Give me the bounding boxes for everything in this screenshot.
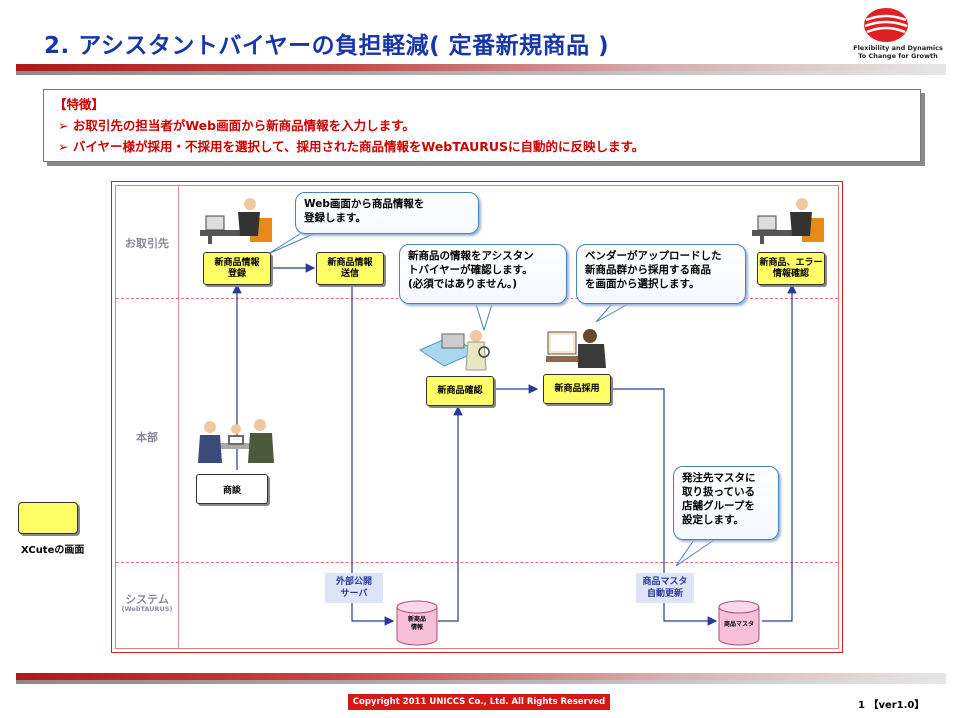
legend-label: XCuteの画面 — [21, 545, 85, 556]
header-divider — [16, 64, 946, 71]
copyright-notice: Copyright 2011 UNICCS Co., Ltd. All Righ… — [348, 694, 610, 710]
tagline: Flexibility and Dynamics To Change for G… — [848, 44, 948, 60]
tagline-line-2: To Change for Growth — [858, 52, 938, 60]
bubble-tail-assistant — [475, 303, 493, 332]
feature-item-1: ➢ お取引先の担当者がWeb画面から新商品情報を入力します。 — [58, 118, 415, 133]
page-title: 2. アシスタントバイヤーの負担軽減( 定番新規商品 ) — [44, 33, 610, 59]
bubble-vendor-select: ベンダーがアップロードした 新商品群から採用する商品 を画面から選択します。 — [576, 244, 746, 304]
bubble-store-group: 発注先マスタに 取り扱っている 店舗グループを 設定します。 — [673, 466, 779, 540]
error-check-box: 新商品、エラー 情報確認 — [757, 252, 825, 285]
meeting-people-icon — [198, 419, 274, 463]
confirm-new-product-box: 新商品確認 — [426, 376, 494, 406]
arrow-adopt-to-master — [610, 388, 718, 626]
header-divider-shadow — [16, 71, 946, 75]
lane-label-system-sub: (WebTAURUS) — [121, 605, 173, 613]
public-server-label: 外部公開 サーバ — [325, 573, 383, 603]
adopt-new-product-box: 新商品採用 — [543, 374, 611, 404]
bubble-assistant-check: 新商品の情報をアシスタン トバイヤーが確認します。 (必須ではありません。) — [399, 244, 567, 304]
product-master-database-icon — [718, 600, 760, 646]
lane-label-column-divider — [178, 186, 179, 648]
lane-label-hq: 本部 — [136, 431, 158, 444]
lane-divider-2 — [116, 562, 838, 563]
new-product-database-icon — [396, 600, 438, 646]
feature-heading: 【特徴】 — [54, 97, 105, 112]
company-logo — [864, 8, 908, 42]
bubble-web-entry: Web画面から商品情報を 登録します。 — [295, 192, 479, 234]
feature-item-2: ➢ バイヤー様が採用・不採用を選択して、採用された商品情報をWebTAURUSに… — [58, 139, 645, 154]
supplier-person-at-desk-icon — [200, 198, 272, 244]
tagline-line-1: Flexibility and Dynamics — [853, 44, 943, 52]
bubble-tail-vendor — [595, 303, 629, 323]
feature-box: 【特徴】 ➢ お取引先の担当者がWeb画面から新商品情報を入力します。 ➢ バイ… — [43, 89, 921, 162]
footer-divider — [16, 673, 946, 680]
new-product-database-label: 新商品 情報 — [407, 616, 426, 631]
lane-label-system: システム — [125, 593, 169, 606]
auto-update-label: 商品マスタ 自動更新 — [636, 573, 694, 603]
arrow-database-to-confirm — [438, 405, 463, 622]
footer-divider-shadow — [16, 680, 946, 684]
buyer-at-computer-icon — [546, 329, 606, 368]
arrow-send-to-database — [351, 285, 395, 626]
supplier-person-at-desk-icon-2 — [752, 198, 824, 244]
send-new-product-box: 新商品情報 送信 — [316, 252, 384, 285]
product-master-database-label: 商品マスタ — [723, 621, 754, 628]
page-number: 1 【ver1.0】 — [858, 700, 925, 711]
assistant-with-documents-icon — [418, 330, 490, 371]
bubble-tail-store-group — [675, 539, 715, 567]
legend-swatch-xcute-screen — [18, 502, 78, 534]
lane-label-supplier: お取引先 — [125, 237, 169, 250]
register-new-product-box: 新商品情報 登録 — [203, 252, 271, 285]
meeting-box: 商談 — [196, 474, 268, 504]
arrow-master-to-error-check — [762, 283, 797, 622]
